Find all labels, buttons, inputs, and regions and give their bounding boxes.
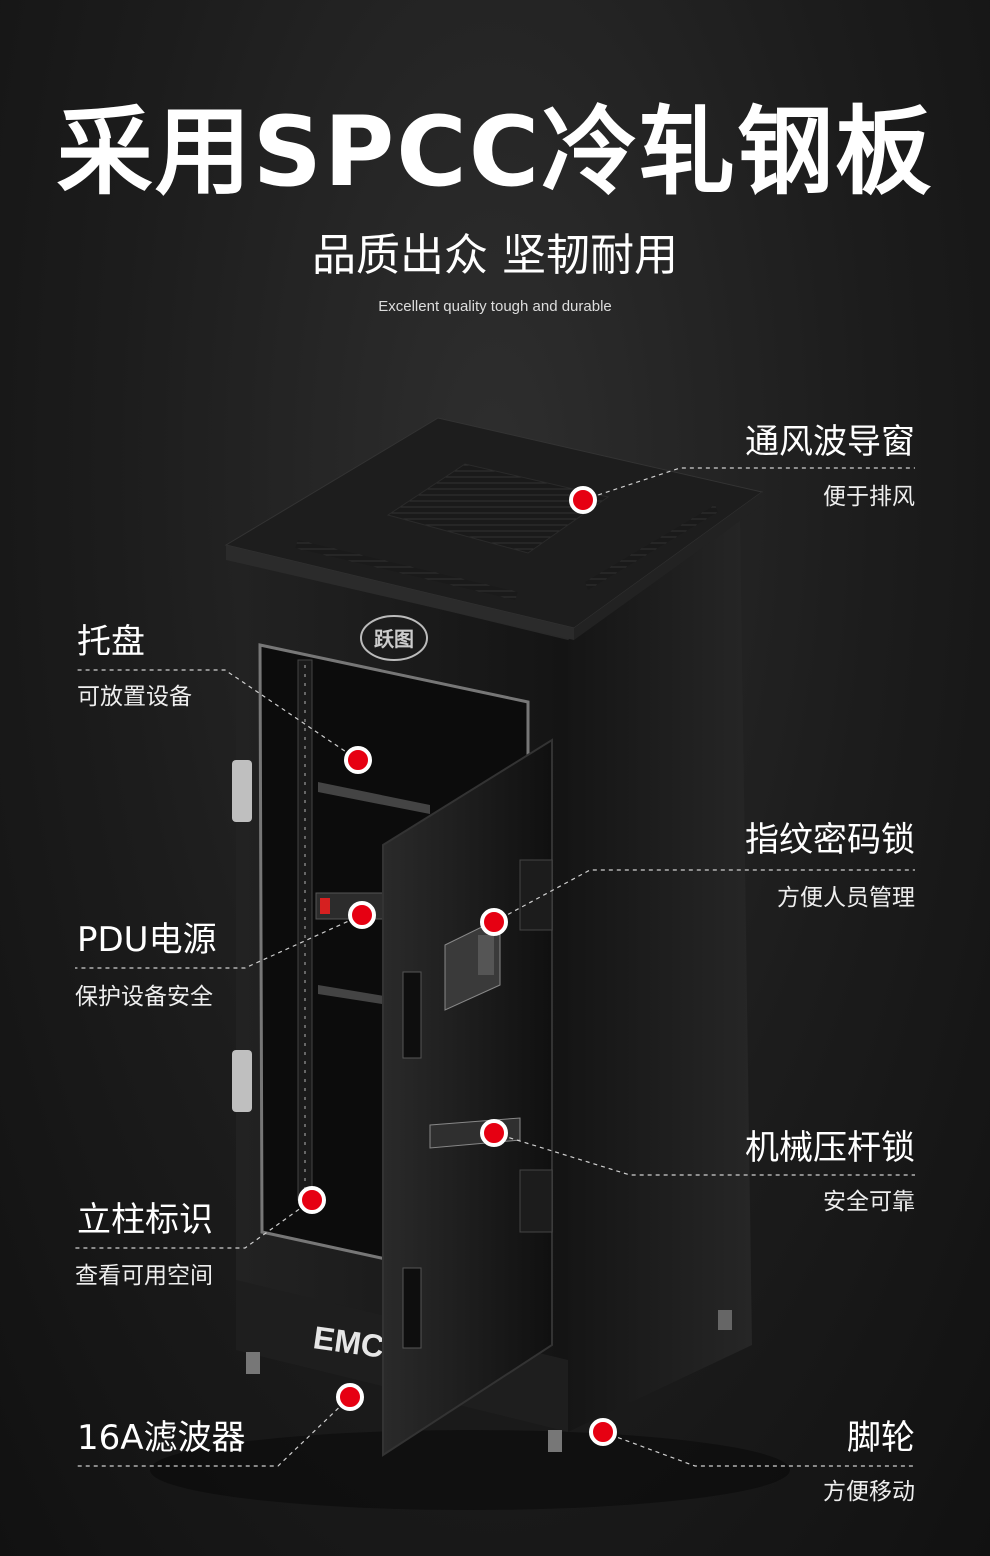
callout-caster-desc: 方便移动 [823,1479,915,1505]
callout-column-desc: 查看可用空间 [75,1263,213,1289]
waveguide-vent [386,463,610,554]
leader-caster [602,1431,915,1467]
door-hinge-bar [402,971,422,1059]
callout-pdu-title: PDU电源 [77,920,217,960]
callout-filter-title: 16A滤波器 [77,1418,246,1458]
side-panel [568,520,752,1432]
side-bracket-upper [519,859,553,931]
callout-vent-title: 通风波导窗 [745,422,915,462]
marker-lock-mechanical [480,1119,508,1147]
rack-rail-left [297,659,313,1201]
handle-upper [232,760,252,822]
open-door [382,738,553,1457]
front-vent-slots [295,540,518,600]
marker-column [298,1186,326,1214]
callout-column-title: 立柱标识 [77,1200,213,1240]
top-cap-front-edge [226,545,574,640]
leader-tray [75,669,359,761]
tray-upper [318,782,430,814]
page-subtitle: 品质出众 坚韧耐用 [312,230,678,281]
page-title: 采用SPCC冷轧钢板 [56,96,934,208]
caster-front-left [246,1352,260,1374]
door-hinge-bar-lower [402,1267,422,1349]
leader-column [75,1199,313,1249]
fingerprint-lock-panel [478,935,494,975]
page-tagline: Excellent quality tough and durable [378,298,612,315]
marker-lock-fingerprint [480,908,508,936]
callout-lock-fingerprint-desc: 方便人员管理 [777,885,915,911]
floor-shadow [150,1430,790,1510]
callout-caster-title: 脚轮 [847,1418,915,1458]
callout-lock-mechanical-title: 机械压杆锁 [745,1128,915,1168]
caster-front-right [548,1430,562,1452]
callout-tray-title: 托盘 [77,622,145,662]
callout-pdu-desc: 保护设备安全 [75,984,213,1010]
caster-rear-right [718,1310,732,1330]
marker-filter [336,1383,364,1411]
pdu-switch [320,898,330,914]
leader-vent [582,467,915,501]
callout-vent-desc: 便于排风 [823,484,915,510]
marker-tray [344,746,372,774]
leader-pdu [75,914,363,969]
brand-logo-text: 跃图 [374,627,414,651]
marker-vent [569,486,597,514]
side-bracket-lower [519,1169,553,1233]
marker-caster [589,1418,617,1446]
side-vent-slots [585,505,718,590]
leader-filter [75,1396,351,1467]
marker-pdu [348,901,376,929]
top-cap-side-edge [574,492,762,640]
callout-lock-mechanical-desc: 安全可靠 [823,1189,915,1215]
callout-tray-desc: 可放置设备 [77,684,192,710]
brand-logo-oval [360,615,428,661]
handle-lower [232,1050,252,1112]
callout-lock-fingerprint-title: 指纹密码锁 [745,820,915,860]
